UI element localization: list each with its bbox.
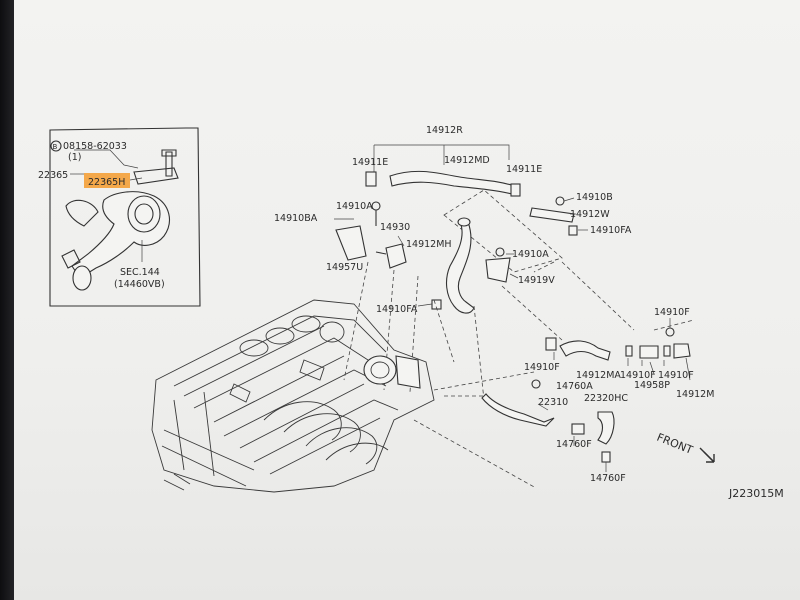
callout-14912MH: 14912MH <box>406 239 452 250</box>
sec-sub-label: (14460VB) <box>114 279 165 290</box>
highlighted-part-label: 22365H <box>88 177 125 188</box>
middle-hose-group <box>334 201 519 401</box>
engine-illustration <box>151 299 435 493</box>
highlight-marker <box>84 173 130 188</box>
bolt-shape <box>165 151 173 177</box>
callout-14912MD: 14912MD <box>444 155 490 166</box>
callout-14912M: 14912M <box>676 389 714 400</box>
diagram-code: J223015M <box>728 487 784 500</box>
callout-14910F-a: 14910F <box>620 370 656 381</box>
callout-14911E-left: 14911E <box>352 157 388 168</box>
valve-14958P <box>639 345 659 359</box>
bracket-14957U <box>335 225 367 261</box>
callout-14911E-right: 14911E <box>506 164 542 175</box>
inset-panel: B 08158-62033 (1) 22365 22365H SEC.144 (… <box>38 127 201 307</box>
lower-pipe-group <box>444 379 615 472</box>
bracket-14919V <box>485 257 511 283</box>
callout-14910F-b: 14910F <box>658 370 694 381</box>
upper-hose-group <box>365 144 588 273</box>
hose-14912MA <box>559 340 611 361</box>
callout-14760F-b: 14760F <box>590 473 626 484</box>
callout-14912W: 14912W <box>570 209 610 220</box>
callout-14957U: 14957U <box>326 262 363 273</box>
monitor-bezel <box>0 0 14 600</box>
callout-14910F-left: 14910F <box>524 362 560 373</box>
callout-14910B: 14910B <box>576 192 613 203</box>
hose-14912M <box>673 343 691 359</box>
diagram-screen: B 08158-62033 (1) 22365 22365H SEC.144 (… <box>14 0 800 600</box>
callout-14930: 14930 <box>380 222 410 233</box>
front-arrow: FRONT <box>655 431 715 463</box>
sec-ref-label: SEC.144 <box>120 267 160 278</box>
bolt-ref-label: 08158-62033 <box>63 141 127 152</box>
callout-22320HC: 22320HC <box>584 393 628 404</box>
svg-text:B: B <box>53 143 58 151</box>
callout-14910FA-mid: 14910FA <box>376 304 418 315</box>
hose-14912MH <box>445 221 475 314</box>
callout-14912R: 14912R <box>426 125 463 136</box>
callout-14910BA: 14910BA <box>274 213 318 224</box>
pipe-22310 <box>481 393 555 427</box>
parts-diagram: B 08158-62033 (1) 22365 22365H SEC.144 (… <box>38 125 784 500</box>
callout-14912MA: 14912MA <box>576 370 621 381</box>
right-hose-group <box>413 261 695 489</box>
callout-14760A: 14760A <box>556 381 593 392</box>
callout-14910A-mid: 14910A <box>512 249 549 260</box>
callout-22310: 22310 <box>538 397 568 408</box>
callout-labels: 14912R 14911E 14912MD 14911E 14910B 1491… <box>274 125 714 484</box>
bracket-shape <box>133 167 179 185</box>
callout-14958P: 14958P <box>634 380 670 391</box>
callout-14760F-a: 14760F <box>556 439 592 450</box>
front-label: FRONT <box>655 431 695 457</box>
bolt-qty-label: (1) <box>68 152 81 163</box>
hose-22320HC <box>597 411 615 445</box>
callout-14910FA-top: 14910FA <box>590 225 632 236</box>
valve-14930 <box>385 243 407 269</box>
callout-14910A-top: 14910A <box>336 201 373 212</box>
callout-14919V: 14919V <box>518 275 555 286</box>
hose-14912R <box>389 170 515 195</box>
callout-14910F-right: 14910F <box>654 307 690 318</box>
pipe-14912W <box>529 207 575 223</box>
part-22365-label: 22365 <box>38 170 68 181</box>
